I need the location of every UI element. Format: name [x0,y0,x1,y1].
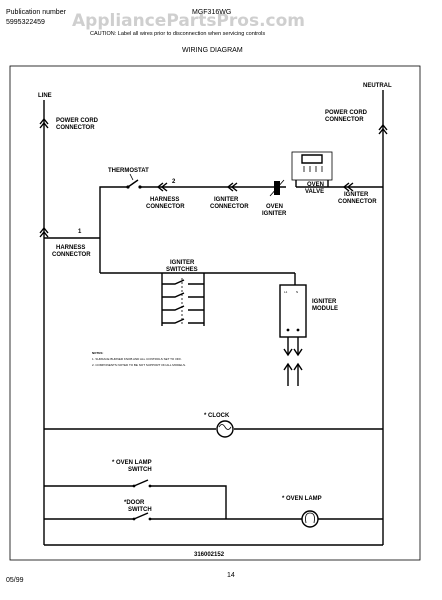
thermostat-switch [126,173,142,189]
svg-text:N: N [296,290,298,294]
igniter-module-label-2: MODULE [312,306,338,312]
thermostat-label: THERMOSTAT [108,168,149,174]
diagram-title: WIRING DIAGRAM [182,47,243,54]
power-cord-connector-right [378,123,388,135]
notes-title: NOTES: [92,351,103,355]
watermark-text: AppliancePartsPros.com [72,11,305,31]
harness-connector-top [156,182,168,192]
oven-lamp-switch-wire-right [150,485,227,519]
oven-valve [291,151,333,187]
oven-lamp-switch [132,479,152,488]
note-1: 1. SURFACE BURNER KNOB AND ALL CONTROLS … [92,357,182,361]
publication-label: Publication number [6,9,67,16]
igniter-connector-left-label-1: IGNITER [214,197,239,203]
footer-date: 05/99 [6,577,24,584]
igniter-switches [161,273,205,326]
line-label: LINE [38,93,52,99]
caution-text: CAUTION: Label all wires prior to discon… [90,31,265,37]
igniter-module: L1 N [279,284,307,386]
note-2: 2. COMPONENTS NOTED TO BE NOT SUPPORT ON… [92,363,186,367]
oven-igniter [269,179,285,197]
oven-igniter-label-1: OVEN [266,204,283,210]
svg-text:L1: L1 [284,290,288,294]
igniter-connector-right-label-1: IGNITER [344,192,369,198]
diagram-frame [9,65,421,561]
door-switch-label-2: SWITCH [128,507,152,513]
igniter-switches-label-2: SWITCHES [166,267,198,273]
power-cord-right-label-2: CONNECTOR [325,117,364,123]
door-switch-label-1: *DOOR [124,500,145,506]
oven-valve-label-2: VALVE [305,189,324,195]
harness-top-label-2: CONNECTOR [146,204,185,210]
neutral-label: NEUTRAL [363,83,392,89]
harness-top-label-1: HARNESS [150,197,179,203]
igniter-connector-right [342,182,354,192]
door-switch [132,512,152,521]
wire-number-1: 1 [78,229,82,235]
oven-lamp-symbol [301,510,319,528]
harness-left-label-1: HARNESS [56,245,85,251]
power-cord-left-label-1: POWER CORD [56,118,99,124]
clock-symbol [216,420,234,438]
wire-number-2: 2 [172,179,176,185]
igniter-switches-label-1: IGNITER [170,260,195,266]
part-number: 316002152 [194,552,225,558]
igniter-module-label-1: IGNITER [312,299,337,305]
oven-valve-label-1: OVEN [307,182,324,188]
footer-page-number: 14 [227,572,235,579]
oven-lamp-switch-label-1: * OVEN LAMP [112,460,152,466]
oven-lamp-switch-label-2: SWITCH [128,467,152,473]
harness-connector-left [39,226,49,238]
oven-igniter-label-2: IGNITER [262,211,287,217]
circuit-left-riser [99,186,128,273]
power-cord-connector-left [39,117,49,129]
publication-number: 5995322459 [6,19,45,26]
power-cord-right-label-1: POWER CORD [325,110,368,116]
power-cord-left-label-2: CONNECTOR [56,125,95,131]
oven-lamp-label: * OVEN LAMP [282,496,322,502]
igniter-connector-right-label-2: CONNECTOR [338,199,377,205]
igniter-connector-left-label-2: CONNECTOR [210,204,249,210]
notes-block: NOTES: 1. SURFACE BURNER KNOB AND ALL CO… [92,351,186,367]
harness-left-label-2: CONNECTOR [52,252,91,258]
igniter-connector-left [226,182,238,192]
clock-label: * CLOCK [204,413,230,419]
model-number: MGF316WG [192,9,231,16]
